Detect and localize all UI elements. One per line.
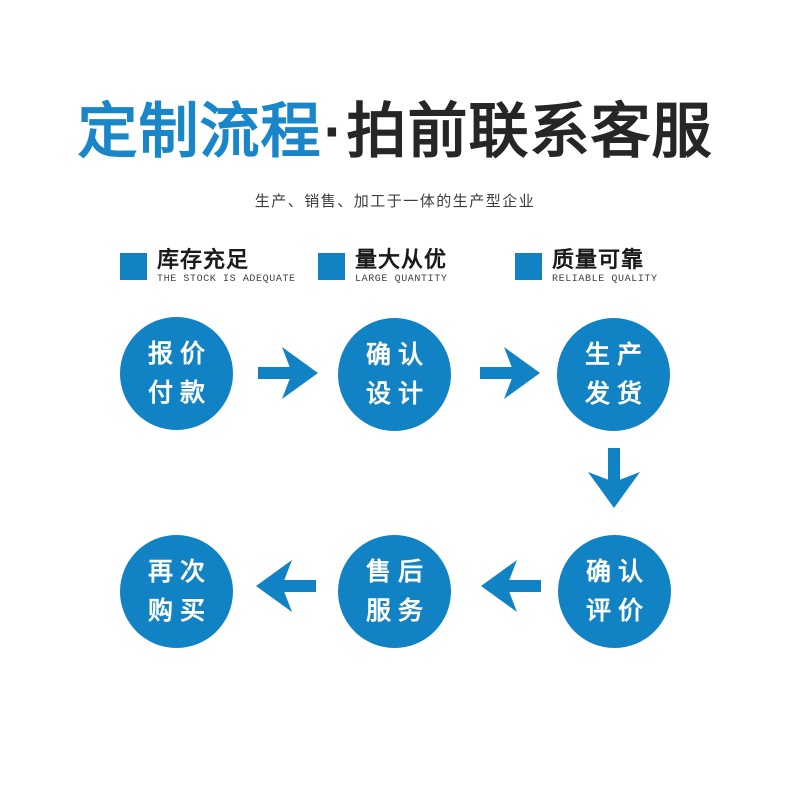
title-rest: 拍前联系客服 (346, 98, 713, 165)
flow-step-confirm-design: 确认 设计 (338, 318, 451, 431)
feature-subtitle: THE STOCK IS ADEQUATE (157, 274, 296, 285)
flow-step-repurchase: 再次 购买 (120, 535, 233, 648)
step-line: 设计 (365, 379, 430, 408)
feature-title: 量大从优 (355, 247, 448, 272)
arrow-right-icon (480, 347, 540, 399)
step-line: 评价 (585, 596, 650, 625)
step-line: 确认 (585, 557, 650, 586)
feature-subtitle: RELIABLE QUALITY (552, 274, 658, 285)
feature-title: 质量可靠 (552, 247, 645, 272)
title-separator-dot: · (323, 98, 345, 165)
step-line: 报价 (147, 339, 212, 368)
step-line: 服务 (365, 596, 430, 625)
arrow-left-icon (256, 560, 316, 612)
flow-step-quote-payment: 报价 付款 (120, 317, 233, 430)
flow-step-confirm-evaluation: 确认 评价 (558, 535, 671, 648)
feature-item-quality: 质量可靠 RELIABLE QUALITY (515, 247, 658, 285)
arrow-down-icon (584, 448, 644, 508)
feature-item-quantity: 量大从优 LARGE QUANTITY (318, 247, 447, 285)
bullet-square-icon (120, 253, 147, 280)
bullet-square-icon (515, 253, 542, 280)
step-line: 售后 (365, 557, 430, 586)
feature-item-stock: 库存充足 THE STOCK IS ADEQUATE (120, 247, 296, 285)
step-line: 再次 (147, 557, 212, 586)
bullet-square-icon (318, 253, 345, 280)
step-line: 购买 (147, 596, 212, 625)
step-line: 生产 (584, 340, 649, 369)
flow-step-production-shipping: 生产 发货 (557, 318, 670, 431)
feature-subtitle: LARGE QUANTITY (355, 274, 448, 285)
step-line: 发货 (584, 379, 649, 408)
feature-title: 库存充足 (157, 247, 250, 272)
flow-step-after-sales-service: 售后 服务 (338, 535, 451, 648)
page-subtitle: 生产、销售、加工于一体的生产型企业 (254, 193, 536, 210)
page-title: 定制流程·拍前联系客服 (0, 96, 790, 168)
arrow-left-icon (481, 560, 541, 612)
title-highlight: 定制流程 (77, 98, 322, 165)
arrow-right-icon (258, 347, 318, 399)
step-line: 确认 (365, 340, 430, 369)
step-line: 付款 (147, 378, 212, 407)
